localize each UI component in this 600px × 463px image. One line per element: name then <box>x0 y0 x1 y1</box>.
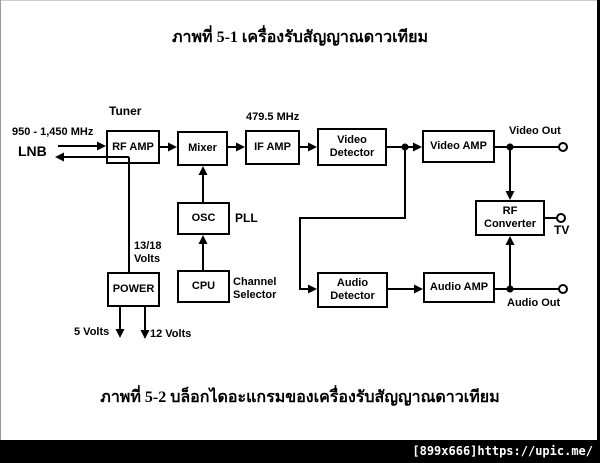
arrowhead-into-audioamp <box>414 284 423 294</box>
arrowhead-5v <box>115 329 125 338</box>
page-border-left <box>0 0 1 463</box>
arrowhead-into-ifamp <box>236 142 245 152</box>
arrowhead-into-rfconv-top <box>505 191 515 200</box>
arrowhead-osc-into-mixer <box>198 166 208 175</box>
arrowhead-cpu-into-osc <box>198 235 208 244</box>
junction-dot-video <box>401 143 409 151</box>
block-audio-amp: Audio AMP <box>423 272 495 303</box>
terminal-audio-out <box>558 284 568 294</box>
figure-caption-5-2: ภาพที่ 5-2 บล็อกไดอะแกรมของเครื่องรับสัญ… <box>100 389 500 406</box>
arrowhead-into-rfconv-bottom <box>505 236 515 245</box>
label-input-frequency: 950 - 1,450 MHz <box>12 126 94 138</box>
arrowhead-into-rfamp <box>97 141 106 151</box>
arrowhead-12v <box>140 330 150 339</box>
watermark-strip: [899x666]https://upic.me/ <box>0 440 600 463</box>
label-if-frequency: 479.5 MHz <box>246 111 300 123</box>
label-video-out: Video Out <box>509 125 561 137</box>
line-videodet-to-audiodet <box>299 147 406 290</box>
label-pll: PLL <box>235 211 258 225</box>
block-mixer: Mixer <box>177 131 228 166</box>
block-video-detector: Video Detector <box>317 128 387 166</box>
arrowhead-into-videoamp <box>413 142 422 152</box>
arrowhead-into-videodet <box>308 142 317 152</box>
block-osc: OSC <box>177 202 230 235</box>
block-rf-amp: RF AMP <box>106 130 160 164</box>
figure-caption-5-1: ภาพที่ 5-1 เครื่องรับสัญญาณดาวเทียม <box>171 29 429 46</box>
label-tuner: Tuner <box>109 104 142 118</box>
block-video-amp: Video AMP <box>422 130 495 163</box>
label-5-volts: 5 Volts <box>74 326 110 338</box>
terminal-tv <box>556 213 566 223</box>
junction-dot-audioout <box>506 285 514 293</box>
arrowhead-into-mixer <box>168 142 177 152</box>
terminal-video-out <box>558 142 568 152</box>
arrowhead-to-lnb <box>55 152 64 162</box>
label-lnb: LNB <box>18 143 47 159</box>
label-tv: TV <box>554 223 570 237</box>
page-border-top <box>0 0 600 1</box>
watermark-text: [899x666]https://upic.me/ <box>412 444 593 458</box>
block-rf-converter: RF Converter <box>475 200 545 236</box>
label-13-18-volts: 13/18 Volts <box>134 240 162 265</box>
block-power: POWER <box>107 272 160 307</box>
junction-dot-videoout <box>506 143 514 151</box>
label-channel-selector: Channel Selector <box>233 276 277 301</box>
page-border-right <box>597 0 600 463</box>
label-12-volts: 12 Volts <box>150 328 192 340</box>
block-cpu: CPU <box>177 270 230 303</box>
block-audio-detector: Audio Detector <box>317 272 388 308</box>
label-audio-out: Audio Out <box>507 297 561 309</box>
block-if-amp: IF AMP <box>245 130 300 165</box>
arrowhead-into-audiodet <box>308 284 317 294</box>
